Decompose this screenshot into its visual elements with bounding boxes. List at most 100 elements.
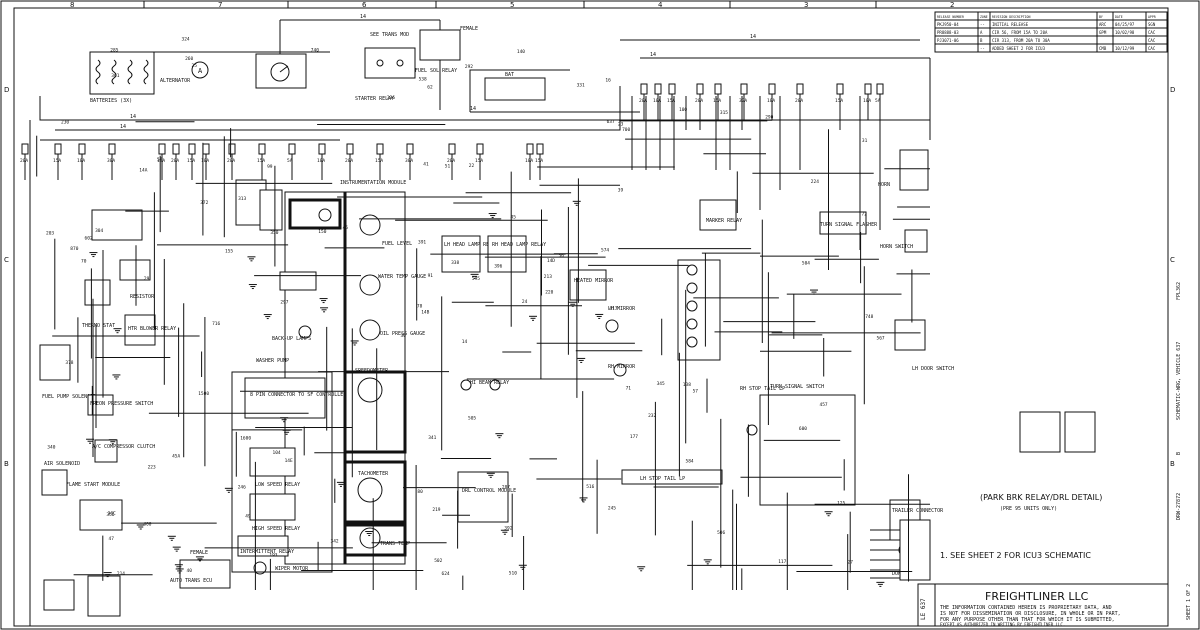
wire-number: 24 (522, 299, 528, 305)
resistor-label: RESISTOR (130, 294, 155, 300)
rev-cell: 10/12/99 (1115, 46, 1135, 51)
wire-number: 624 (442, 571, 450, 577)
fuse-label: 5A (875, 98, 881, 104)
wire-number: 338 (451, 260, 459, 266)
wire-number: 1600 (240, 436, 251, 442)
rev-header: APPR (1148, 15, 1156, 19)
title-block: LE 637 FREIGHTLINER LLC THE INFORMATION … (917, 583, 1169, 627)
starter-relay-label: STARTER RELAY (355, 96, 394, 102)
wire-number: 56 (559, 253, 565, 259)
zone-label: 2 (950, 1, 954, 9)
lh-stop-lamp-label: LH STOP TAIL LP (640, 476, 685, 482)
fuse-label: 15A (157, 158, 165, 164)
fuse-label: 10A (863, 98, 871, 104)
wire-number: 396 (494, 264, 502, 270)
wire-number: 23 (618, 121, 624, 127)
wire-number: 313 (238, 196, 246, 202)
wire-number: 341 (428, 435, 436, 441)
bat-label: BAT (505, 72, 514, 78)
fuse-label: 5A (287, 158, 293, 164)
wire-number: 457 (820, 402, 828, 408)
wire-number: 57 (693, 389, 699, 395)
wire-number: 14 (462, 339, 468, 345)
fuel-sol-relay-label: FUEL SOL RELAY (415, 68, 457, 74)
wire-number: 14B (421, 309, 429, 315)
horn-switch-label: HORN SWITCH (880, 244, 913, 250)
wire-number: 595 (472, 276, 480, 282)
high-speed-relay-label: HIGH SPEED RELAY (252, 526, 300, 532)
zone-label: 8 (70, 1, 74, 9)
wire-number: 315 (720, 110, 728, 116)
fuse (768, 83, 776, 95)
wire-number: 91 (428, 273, 434, 279)
drl-module-label: DRL CONTROL MODULE (462, 488, 516, 494)
heated-mirror-label: HEATED MIRROR (574, 278, 614, 284)
wire-number: 80 (417, 489, 423, 495)
fuse (346, 143, 354, 155)
fuse (796, 83, 804, 95)
wire-number: 47 (109, 536, 115, 542)
fuse-label: 10A (525, 158, 533, 164)
backup-lamps: BACK-UP LAMPS (235, 179, 317, 342)
row-label: B (1170, 460, 1175, 468)
fuse (188, 143, 196, 155)
trans-temp-label: TRANS TEMP (380, 541, 410, 547)
park-brk-detail-title: (PARK BRK RELAY/DRL DETAIL) (980, 493, 1102, 502)
wiper-motor-label: WIPER MOTOR (275, 566, 309, 572)
fuse-label: 10A (767, 98, 775, 104)
fuse-label: 15A (257, 158, 265, 164)
fuse-label: 15A (475, 158, 483, 164)
fuse (696, 83, 704, 95)
wire-number: 567 (877, 336, 885, 342)
rev-cell: CAC (1148, 38, 1156, 43)
fuse (228, 143, 236, 155)
rev-cell: PJ3071-06 (937, 38, 959, 43)
rev-cell: PKJ950-04 (937, 22, 959, 27)
oil-press-label: OIL PRESS GAUGE (380, 331, 425, 337)
fuse (740, 83, 748, 95)
rev-cell: -- (980, 22, 985, 27)
side-margin-text-4: B (1176, 452, 1182, 455)
disclaimer-line-2: IS NOT FOR DISSEMINATION OR DISCLOSURE, … (940, 611, 1121, 617)
wire-number: 361 (111, 73, 119, 79)
wire-number: 574 (601, 247, 609, 253)
wire-number: 213 (544, 274, 552, 280)
zone-label: 7 (218, 1, 222, 9)
wire-number: 40 (187, 568, 193, 574)
rev-cell: -- (980, 46, 985, 51)
wire-number: 155 (225, 249, 233, 255)
instrumentation-module-label: INSTRUMENTATION MODULE (340, 180, 406, 186)
wire-number: 71 (626, 385, 632, 391)
fuse (406, 143, 414, 155)
wire-number: 748 (865, 314, 873, 320)
wire-number: 22 (469, 163, 475, 169)
left-column: RESISTOR THERMO STAT HTR BLOWER RELAY FU… (39, 209, 231, 617)
wire-number: 232 (648, 413, 656, 419)
wire-number: 41 (423, 162, 429, 168)
fuse (54, 143, 62, 155)
fuse (864, 83, 872, 95)
lh-door-switch-label: LH DOOR SWITCH (912, 366, 954, 372)
fuse-label: 20A (20, 158, 28, 164)
wire-number: 117 (778, 559, 786, 565)
fuse (714, 83, 722, 95)
fuse (536, 143, 544, 155)
starter-relay-group: STARTER RELAY FUEL SOL RELAY SEE TRANS M… (355, 26, 478, 102)
wire-number: 99 (267, 164, 273, 170)
wire-number: 78 (417, 304, 423, 310)
wire-number: 413 (609, 305, 617, 311)
wire-number: 39 (618, 188, 624, 194)
low-speed-relay-label: LOW SPEED RELAY (255, 482, 300, 488)
rev-cell: ARC (1099, 22, 1107, 27)
wire-number: 29 (144, 276, 150, 282)
turn-signal-flasher-label: TURN SIGNAL FLASHER (820, 222, 878, 228)
wire-number: 716 (212, 321, 220, 327)
fuse-label: 15A (835, 98, 843, 104)
park-brk-detail-sub: (PRE 95 UNITS ONLY) (1000, 506, 1057, 512)
wire-number: 510 (509, 571, 517, 577)
fuse-label: 10A (77, 158, 85, 164)
row-label: D (4, 86, 9, 94)
wire-number: 214 (117, 571, 125, 577)
